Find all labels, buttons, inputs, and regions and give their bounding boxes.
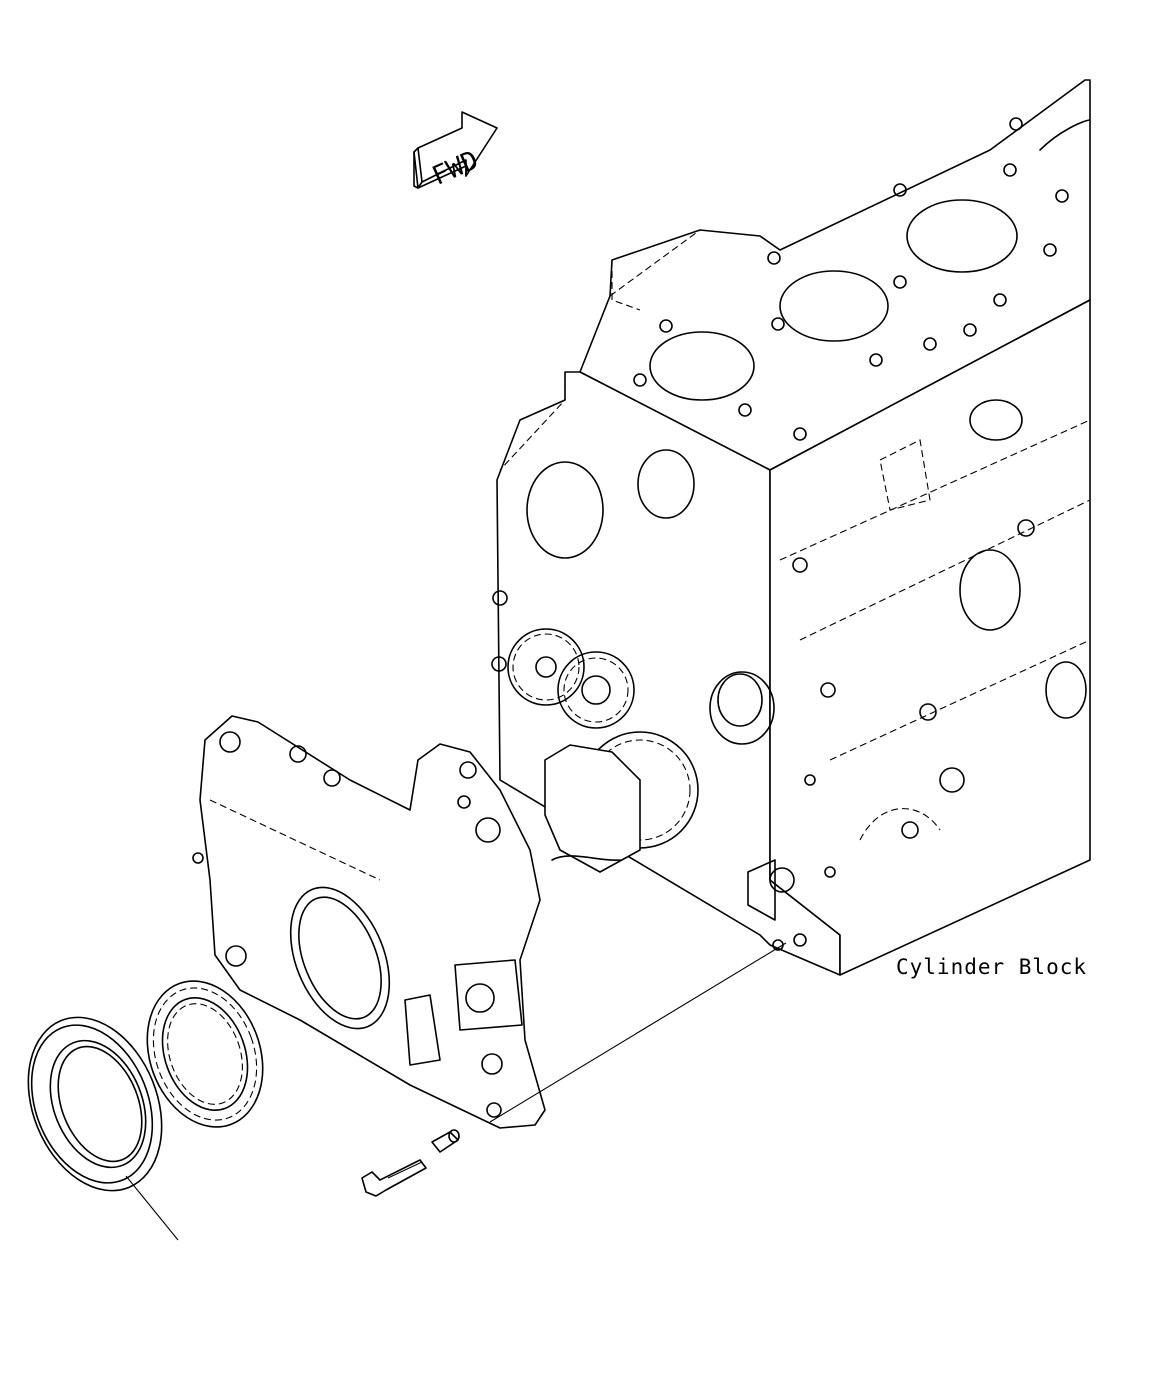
cylinder-block xyxy=(491,79,1091,976)
leader-line-slinger xyxy=(125,1175,179,1241)
mounting-bolt xyxy=(361,1159,427,1197)
crankshaft-seal xyxy=(146,980,264,1128)
dowel-pin xyxy=(431,1129,460,1153)
oil-slinger xyxy=(27,1016,163,1192)
fwd-arrow-icon: FWD xyxy=(413,111,498,192)
leader-line-bolt xyxy=(489,942,787,1123)
cylinder-block-label: Cylinder Block xyxy=(896,955,1087,979)
front-gear-cover xyxy=(192,715,546,1129)
